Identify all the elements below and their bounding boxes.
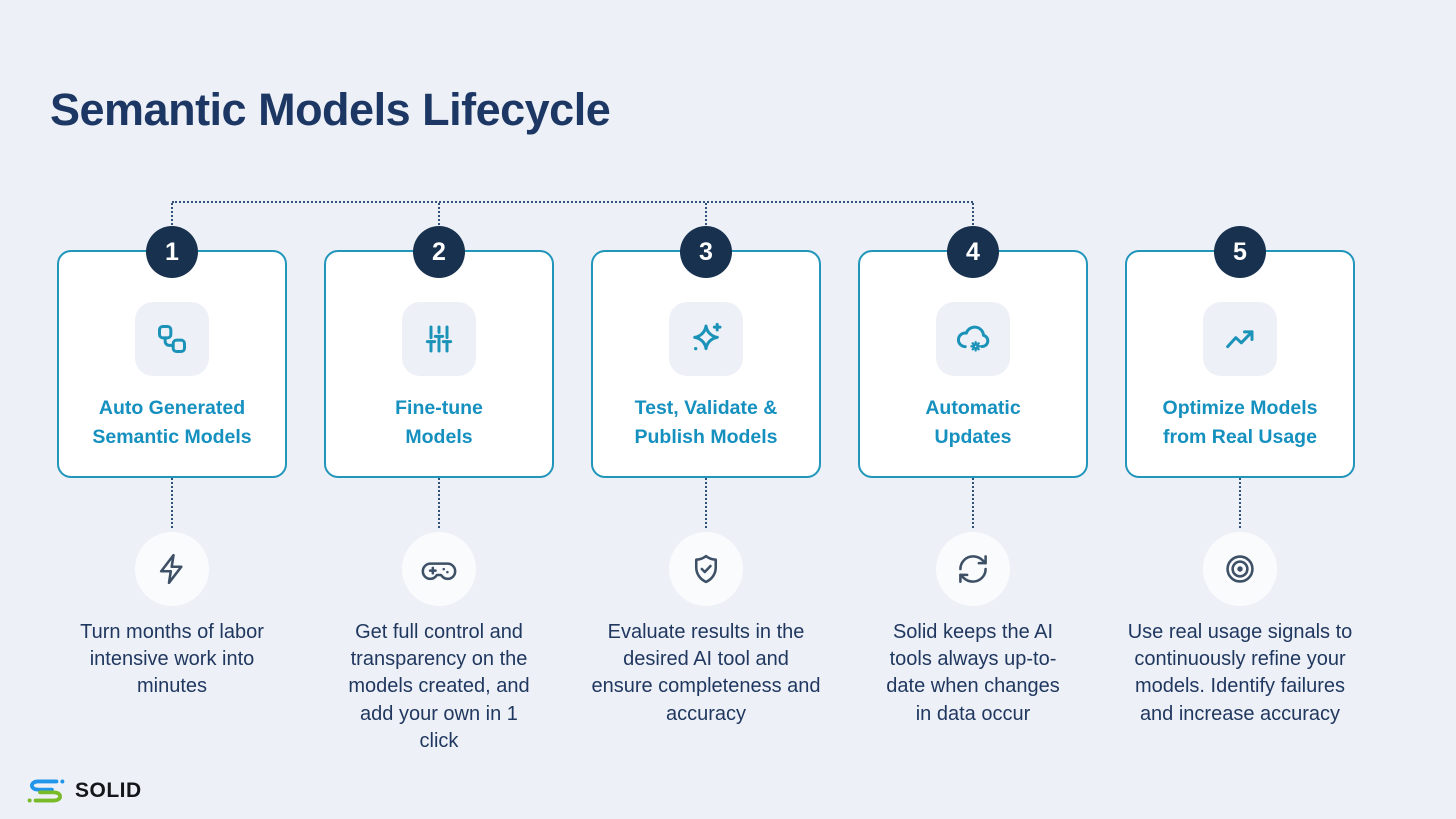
dotted-drop-line xyxy=(972,478,974,528)
dotted-drop-line xyxy=(1239,478,1241,528)
step-title: Fine-tune Models xyxy=(395,397,483,448)
step-title: Test, Validate & Publish Models xyxy=(634,397,778,448)
step-description: Get full control and transparency on the… xyxy=(348,621,530,752)
step-description: Solid keeps the AI tools always up-to-da… xyxy=(886,621,1060,725)
step-card-2: 2 Fine-tune Models xyxy=(324,226,554,478)
card-icon-tile xyxy=(402,302,476,376)
step-column-5: 5 Optimize Models from Real Usage Use re… xyxy=(1125,226,1355,755)
brand-logo: SOLID xyxy=(26,775,142,807)
workflow-nodes-icon xyxy=(158,325,186,353)
step-card-1: 1 Auto Generated Semantic Models xyxy=(57,226,287,478)
dotted-drop-line xyxy=(171,478,173,528)
solid-logo-icon xyxy=(27,779,65,803)
step-title: Automatic Updates xyxy=(925,397,1021,448)
step-column-3: 3 Test, Validate & Publish Models Evalu xyxy=(591,226,821,755)
sparkles-icon xyxy=(693,322,722,351)
brand-name: SOLID xyxy=(75,779,142,802)
sliders-icon xyxy=(425,325,453,353)
step-column-4: 4 Automatic Updates xyxy=(858,226,1088,755)
connector-stub-4 xyxy=(972,203,974,225)
card-icon-tile xyxy=(135,302,209,376)
shield-check-icon xyxy=(694,554,718,584)
step-title: Auto Generated Semantic Models xyxy=(92,397,252,448)
step-card-5: 5 Optimize Models from Real Usage xyxy=(1125,226,1355,478)
step-column-1: 1 Auto Generated Semantic Models Turn mo… xyxy=(57,226,287,755)
step-description: Turn months of labor intensive work into… xyxy=(80,621,264,698)
step-number-badge: 1 xyxy=(146,226,198,278)
step-column-2: 2 Fine-tune Models xyxy=(324,226,554,755)
connector-stub-1 xyxy=(171,203,173,225)
dotted-drop-line xyxy=(705,478,707,528)
refresh-icon xyxy=(959,555,987,583)
step-card-4: 4 Automatic Updates xyxy=(858,226,1088,478)
step-description: Use real usage signals to continuously r… xyxy=(1127,621,1353,725)
step-description: Evaluate results in the desired AI tool … xyxy=(591,621,821,725)
detail-icon-circle xyxy=(135,532,209,606)
trend-up-icon xyxy=(1226,330,1254,349)
step-card-3: 3 Test, Validate & Publish Models xyxy=(591,226,821,478)
page-title: Semantic Models Lifecycle xyxy=(50,84,611,135)
card-icon-tile xyxy=(1203,302,1277,376)
detail-icon-circle xyxy=(936,532,1010,606)
step-number-badge: 4 xyxy=(947,226,999,278)
steps-row: 1 Auto Generated Semantic Models Turn mo… xyxy=(57,226,1355,755)
gamepad-icon xyxy=(421,562,457,581)
target-icon xyxy=(1226,555,1254,583)
detail-icon-circle xyxy=(402,532,476,606)
connector-stub-2 xyxy=(438,203,440,225)
detail-icon-circle xyxy=(669,532,743,606)
top-dotted-connector xyxy=(172,201,973,203)
step-number-badge: 5 xyxy=(1214,226,1266,278)
step-title: Optimize Models from Real Usage xyxy=(1162,397,1318,448)
step-number-badge: 3 xyxy=(680,226,732,278)
card-icon-tile xyxy=(669,302,743,376)
dotted-drop-line xyxy=(438,478,440,528)
cloud-gear-icon xyxy=(956,325,990,352)
card-icon-tile xyxy=(936,302,1010,376)
step-number-badge: 2 xyxy=(413,226,465,278)
detail-icon-circle xyxy=(1203,532,1277,606)
lightning-icon xyxy=(159,553,183,585)
connector-stub-3 xyxy=(705,203,707,225)
